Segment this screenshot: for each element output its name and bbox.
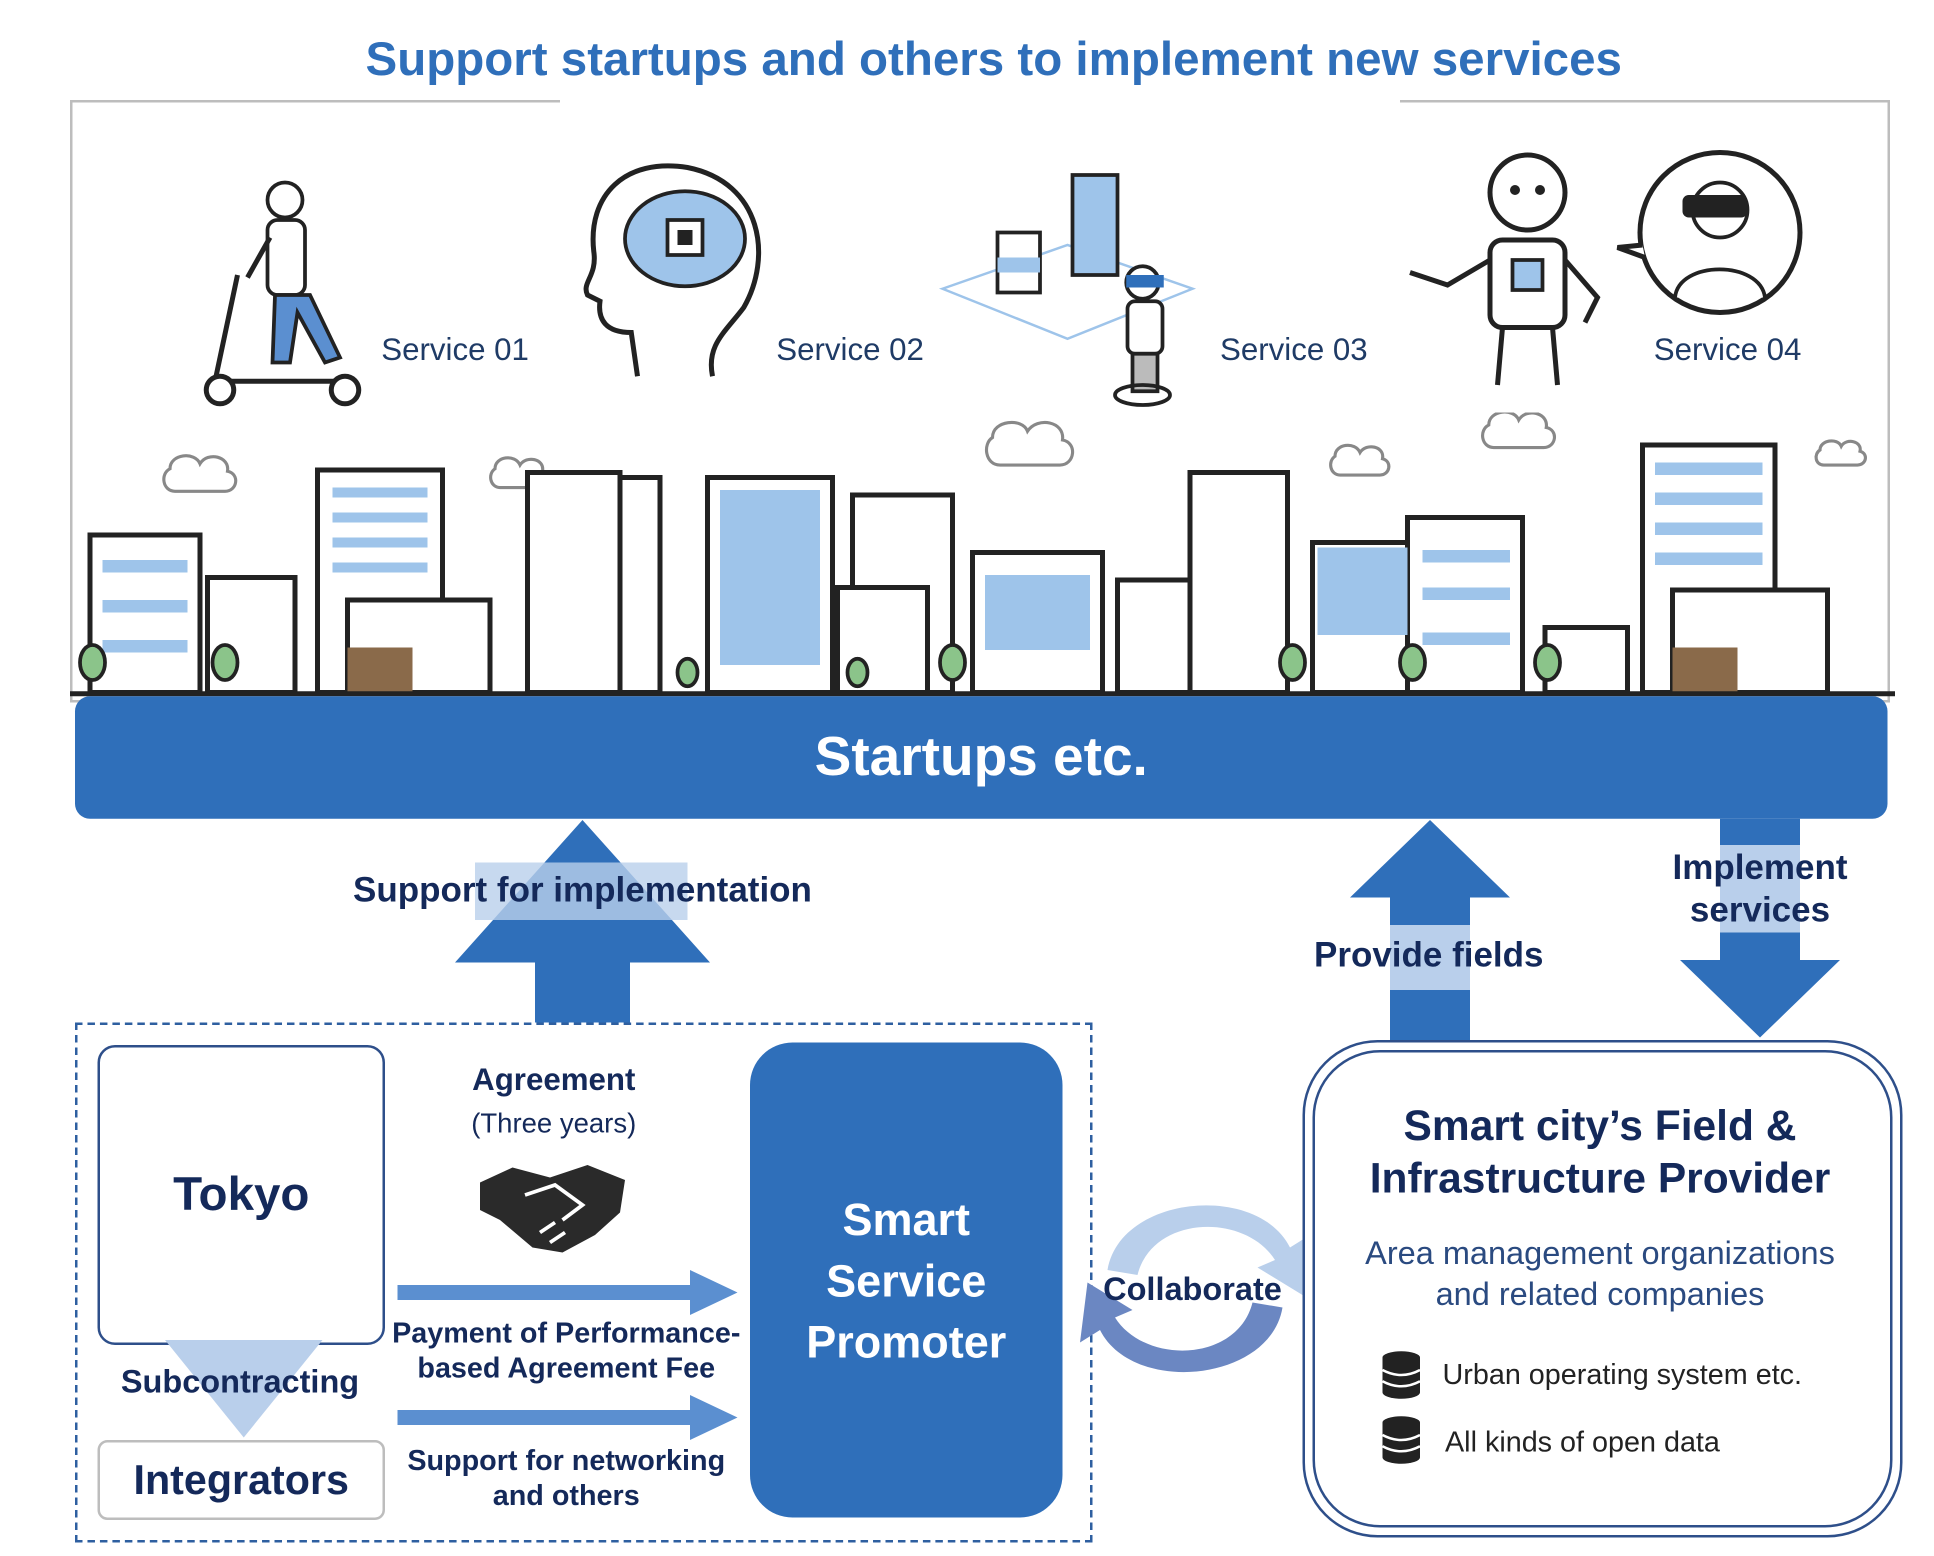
- kick-scooter-rider-icon: [203, 180, 362, 407]
- agreement-title: Agreement: [472, 1062, 636, 1098]
- service-03-label: Service 03: [1220, 332, 1368, 368]
- tokyo-label: Tokyo: [173, 1168, 310, 1221]
- collaborate-cycle-icon: [1080, 1205, 1310, 1373]
- page-title: Support startups and others to implement…: [362, 30, 1625, 90]
- payment-line2: based Agreement Fee: [417, 1351, 716, 1384]
- provider-item-urban-os: Urban operating system etc.: [1442, 1357, 1803, 1391]
- implement-services-label: Implement services: [1650, 846, 1870, 931]
- networking-label: Support for networking and others: [383, 1443, 751, 1513]
- arrow-support-implementation: [455, 820, 710, 1023]
- implement-services-line1: Implement: [1672, 847, 1848, 887]
- smart-service-promoter-box: Smart Service Promoter: [750, 1042, 1063, 1518]
- service-04-label: Service 04: [1653, 332, 1802, 368]
- provider-item-open-data: All kinds of open data: [1445, 1425, 1720, 1458]
- provider-title-line2: Infrastructure Provider: [1369, 1155, 1831, 1203]
- vr-digital-twin-icon: [938, 173, 1197, 407]
- provider-title-line1: Smart city’s Field &: [1403, 1102, 1797, 1151]
- handshake-icon: [480, 1165, 625, 1253]
- page-title-text: Support startups and others to implement…: [365, 33, 1622, 87]
- integrators-box: Integrators: [97, 1440, 385, 1520]
- contract-group-box: [75, 1022, 1093, 1543]
- payment-label: Payment of Performance- based Agreement …: [383, 1315, 751, 1385]
- promoter-line1: Smart: [842, 1193, 971, 1245]
- frame-top-left: [70, 100, 560, 103]
- robot-and-vr-user-icon: [1409, 150, 1803, 386]
- frame-top-right: [1400, 100, 1888, 103]
- provide-fields-label: Provide fields: [1313, 935, 1544, 974]
- integrators-label: Integrators: [133, 1456, 349, 1503]
- startups-bar: Startups etc.: [75, 696, 1888, 819]
- city-skyline-illustration: [70, 412, 1895, 697]
- subcontracting-label: Subcontracting: [120, 1362, 360, 1401]
- startups-bar-label: Startups etc.: [814, 726, 1148, 788]
- payment-line1: Payment of Performance-: [392, 1316, 741, 1349]
- provider-subtitle-line1: Area management organizations: [1365, 1233, 1835, 1272]
- ai-brain-chip-icon: [583, 163, 762, 377]
- database-icon: [1381, 1351, 1421, 1399]
- promoter-line2: Service: [826, 1254, 987, 1306]
- provider-subtitle: Area management organizations and relate…: [1325, 1233, 1875, 1316]
- networking-line1: Support for networking: [407, 1443, 726, 1477]
- provider-title: Smart city’s Field & Infrastructure Prov…: [1325, 1100, 1875, 1205]
- provider-box-inner: [1312, 1050, 1893, 1528]
- support-implementation-label: Support for implementation: [353, 870, 812, 909]
- payment-arrows: [397, 1270, 738, 1440]
- provider-subtitle-line2: and related companies: [1435, 1275, 1765, 1313]
- service-02-label: Service 02: [776, 332, 924, 368]
- networking-line2: and others: [492, 1478, 640, 1512]
- collaborate-label: Collaborate: [1103, 1270, 1282, 1308]
- subcontracting-arrow: [165, 1340, 323, 1438]
- implement-services-line2: services: [1689, 890, 1831, 929]
- tokyo-box: Tokyo: [97, 1045, 385, 1345]
- flow-arrows: [455, 818, 1840, 1040]
- database-icon: [1381, 1416, 1421, 1464]
- agreement-term: (Three years): [471, 1107, 637, 1139]
- promoter-line3: Promoter: [806, 1315, 1007, 1367]
- service-01-label: Service 01: [381, 332, 529, 368]
